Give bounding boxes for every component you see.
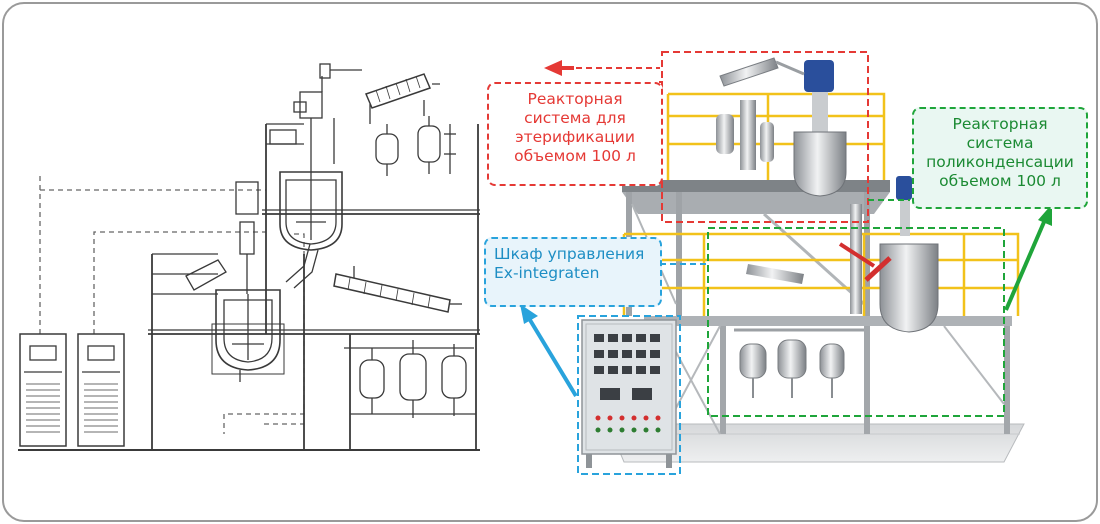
control-cabinet-highlight-box bbox=[577, 315, 681, 475]
upper-platform bbox=[262, 123, 480, 334]
polycondensation-line-4: объемом 100 л bbox=[939, 172, 1061, 190]
upper-condenser-drawing bbox=[364, 73, 440, 124]
polycondensation-reactor bbox=[734, 176, 939, 398]
control-cabinet-line-1: Шкаф управления bbox=[494, 245, 645, 263]
upper-reactor-drawing bbox=[269, 63, 362, 251]
esterification-line-2: система для bbox=[524, 109, 626, 127]
chiller-unit-2 bbox=[77, 333, 125, 447]
control-cabinet-callout: Шкаф управления Ex-integraten bbox=[484, 237, 662, 307]
polycondensation-callout: Реакторная система поликонденсации объем… bbox=[912, 107, 1088, 209]
polycondensation-line-1: Реакторная bbox=[952, 115, 1048, 133]
technical-drawing bbox=[18, 63, 480, 451]
polycondensation-line-3: поликонденсации bbox=[926, 153, 1074, 171]
lower-receivers-drawing bbox=[344, 340, 476, 418]
esterification-line-1: Реакторная bbox=[527, 90, 623, 108]
control-cabinet-line-2: Ex-integraten bbox=[494, 264, 600, 282]
esterification-line-4: объемом 100 л bbox=[514, 147, 636, 165]
arrow-to-esterification-label bbox=[544, 60, 574, 76]
esterification-callout: Реакторная система для этерификации объе… bbox=[487, 82, 663, 186]
esterification-line-3: этерификации bbox=[515, 128, 635, 146]
lower-condenser-drawing bbox=[333, 266, 462, 313]
polycondensation-highlight-box bbox=[707, 227, 1005, 417]
upper-receivers-drawing bbox=[375, 116, 456, 176]
chiller-unit-1 bbox=[19, 333, 67, 447]
esterification-reactor bbox=[716, 57, 847, 197]
lower-reactor-drawing bbox=[185, 181, 319, 382]
arrow-to-polycondensation bbox=[1004, 204, 1052, 311]
polycondensation-line-2: система bbox=[966, 134, 1034, 152]
control-cabinet bbox=[581, 319, 677, 468]
lower-platform bbox=[148, 253, 480, 450]
arrow-to-cabinet bbox=[520, 304, 578, 398]
